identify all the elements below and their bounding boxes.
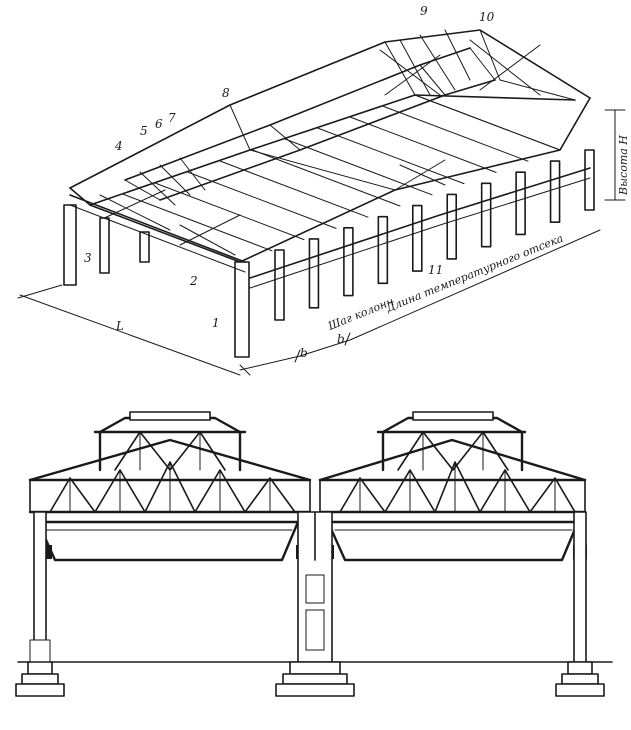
right-lantern bbox=[376, 411, 527, 472]
side-column bbox=[480, 182, 492, 248]
cross-section-view bbox=[15, 411, 613, 697]
end-wall-columns bbox=[63, 194, 250, 358]
crane-beam bbox=[249, 167, 591, 279]
label-2: 2 bbox=[189, 274, 198, 288]
side-column bbox=[343, 226, 354, 297]
label-10: 10 bbox=[479, 10, 495, 24]
label-5: 5 bbox=[140, 124, 148, 138]
label-compartment-length: Длина температурного отсека bbox=[383, 232, 565, 316]
roof-purlin bbox=[317, 127, 465, 185]
roof-purlin bbox=[252, 149, 401, 207]
label-column-step: Шаг колонн bbox=[325, 295, 395, 333]
right-crane-girder bbox=[326, 520, 580, 562]
roof-purlin bbox=[187, 171, 337, 229]
roof-purlin bbox=[382, 105, 529, 162]
side-column bbox=[308, 238, 320, 309]
dimension-lines bbox=[17, 109, 626, 376]
roof-bracing bbox=[99, 39, 541, 256]
isometric-frame-view: 1 2 3 4 5 6 7 8 9 10 11 L b b Шаг колонн… bbox=[17, 4, 630, 376]
left-foundation bbox=[15, 661, 65, 697]
side-column bbox=[446, 193, 458, 260]
side-column bbox=[515, 171, 526, 236]
left-column bbox=[29, 511, 51, 663]
label-step-b2: b bbox=[337, 332, 345, 346]
label-8: 8 bbox=[222, 86, 230, 100]
right-column bbox=[573, 511, 587, 663]
label-4: 4 bbox=[114, 139, 123, 153]
roof-lantern bbox=[124, 29, 496, 206]
side-column bbox=[274, 249, 285, 321]
label-3: 3 bbox=[84, 251, 92, 265]
right-foundation bbox=[555, 661, 605, 697]
left-lantern bbox=[93, 411, 247, 472]
middle-foundation bbox=[275, 661, 355, 697]
roof-purlin bbox=[219, 160, 369, 218]
left-crane-girder bbox=[36, 520, 300, 562]
roof-purlin bbox=[122, 193, 273, 252]
roof-purlin bbox=[349, 116, 497, 173]
middle-column bbox=[297, 511, 333, 663]
roof-purlin bbox=[89, 204, 241, 263]
roof-purlin bbox=[414, 94, 561, 151]
side-wall-columns bbox=[274, 149, 595, 321]
roof-purlin bbox=[284, 138, 433, 196]
label-7: 7 bbox=[168, 111, 176, 125]
roof-purlin bbox=[154, 182, 305, 241]
label-9: 9 bbox=[420, 4, 428, 18]
side-column bbox=[377, 215, 389, 285]
left-roof-truss bbox=[28, 438, 312, 514]
label-span-L: L bbox=[115, 319, 124, 333]
right-roof-truss bbox=[318, 438, 587, 514]
label-height: Высота Н bbox=[617, 135, 630, 196]
label-11: 11 bbox=[428, 263, 443, 277]
label-6: 6 bbox=[155, 117, 163, 131]
label-1: 1 bbox=[212, 316, 220, 330]
side-column bbox=[411, 204, 423, 272]
crane-beam-lower bbox=[249, 177, 591, 289]
side-column bbox=[549, 160, 561, 224]
side-column bbox=[584, 149, 595, 211]
label-step-b1: b bbox=[300, 346, 308, 360]
